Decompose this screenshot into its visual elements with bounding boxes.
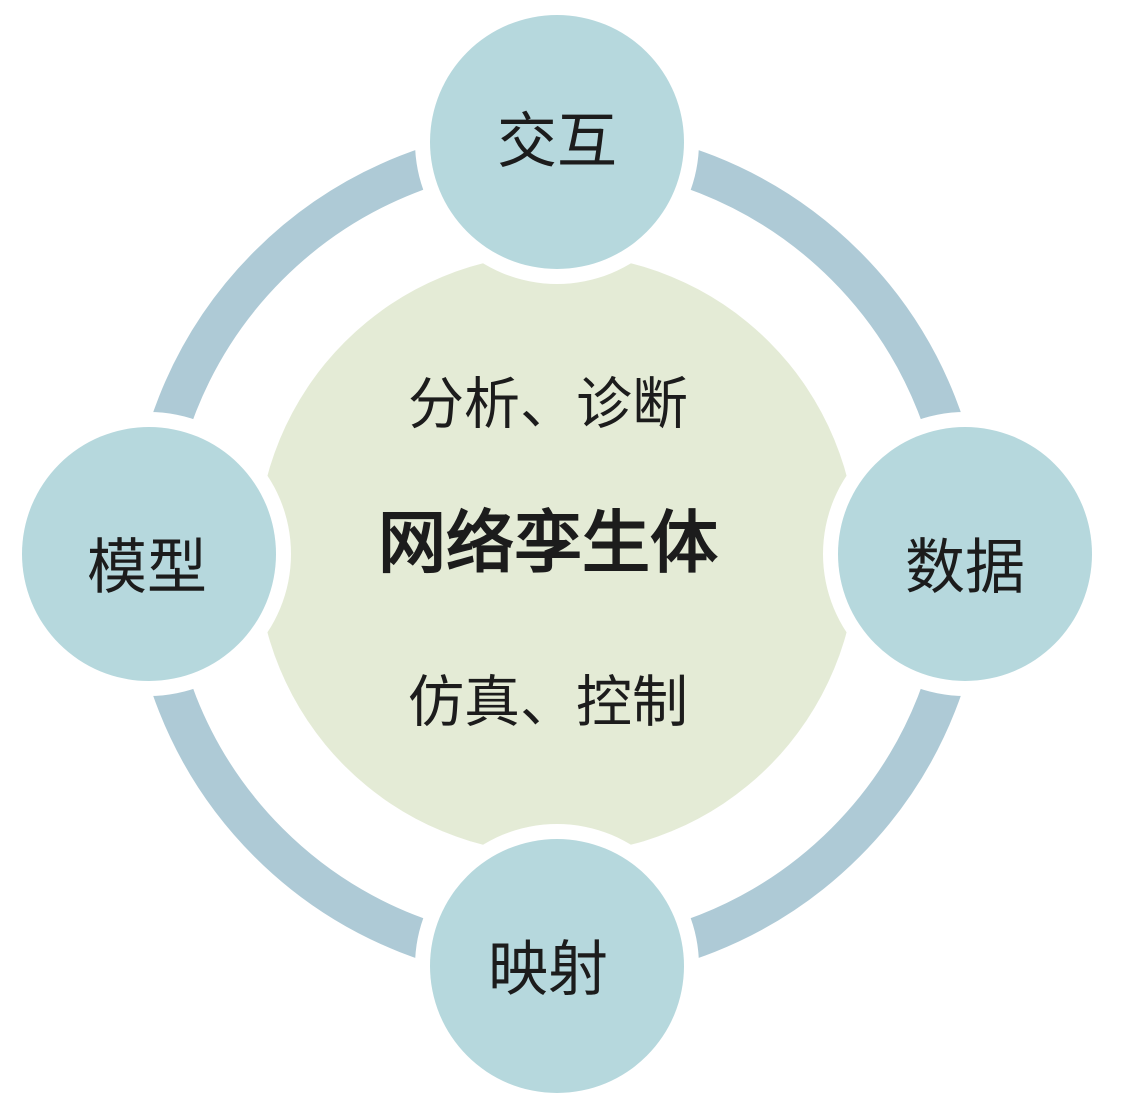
center-top-text: 分析、诊断	[408, 373, 688, 438]
node-bottom-label: 映射	[488, 935, 608, 1005]
node-left-label: 模型	[87, 533, 207, 603]
node-bottom-circle	[430, 839, 684, 1093]
node-right-label: 数据	[905, 533, 1025, 603]
center-bottom-text: 仿真、控制	[408, 671, 688, 736]
node-top-label: 交互	[497, 107, 617, 177]
node-top: 交互	[430, 15, 684, 269]
node-bottom: 映射	[430, 839, 684, 1093]
node-left-circle	[22, 427, 276, 681]
node-left: 模型	[22, 427, 276, 681]
node-top-circle	[430, 15, 684, 269]
center-title: 网络孪生体	[378, 505, 718, 584]
center-disc	[257, 254, 857, 854]
node-right-circle	[838, 427, 1092, 681]
node-right: 数据	[838, 427, 1092, 681]
